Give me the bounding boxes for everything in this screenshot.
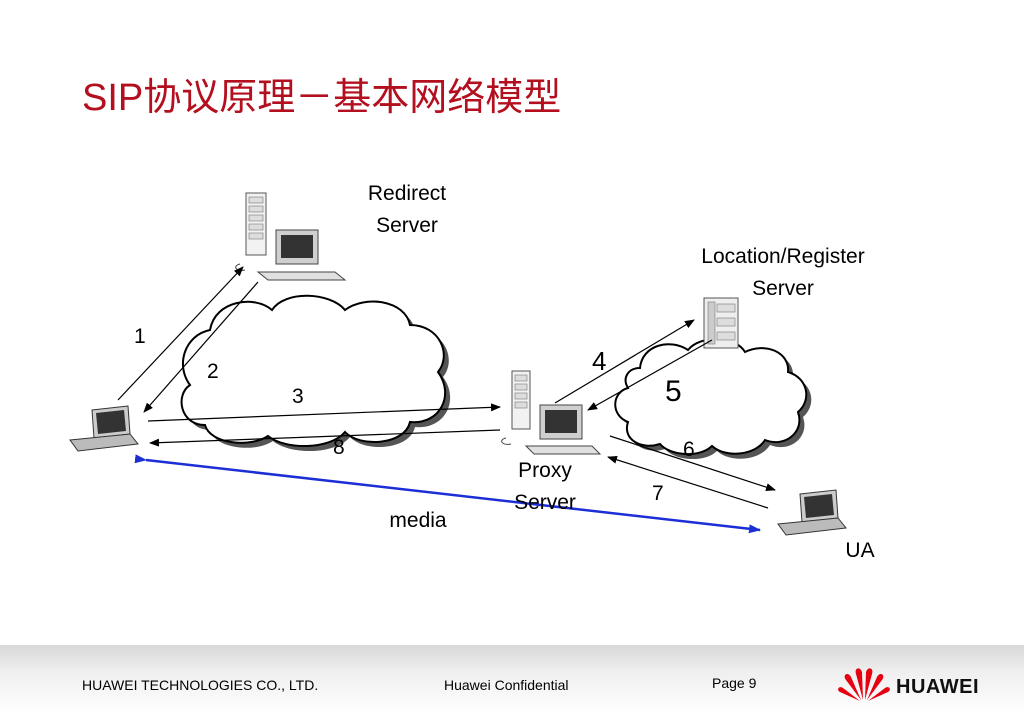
arrow-step-5: [587, 339, 713, 411]
arrow-step-2: [143, 281, 259, 413]
proxy-server-label: Proxy Server: [514, 459, 576, 514]
location-server-label: Location/Register Server: [701, 245, 865, 300]
proxy-server-icon: [501, 370, 602, 455]
right-cloud: [614, 338, 812, 460]
step-6-label: 6: [683, 438, 695, 461]
huawei-wordmark: HUAWEI: [896, 676, 979, 698]
step-3-label: 3: [292, 385, 304, 408]
media-line: [134, 454, 761, 534]
footer-page: Page 9: [712, 675, 757, 691]
step-1-label: 1: [134, 325, 146, 348]
step-8-label: 8: [333, 436, 345, 459]
arrow-step-1: [117, 266, 244, 401]
left-cloud: [180, 294, 451, 452]
huawei-logo-icon: [838, 668, 890, 701]
arrow-step-3: [147, 403, 501, 422]
step-2-label: 2: [207, 360, 219, 383]
arrow-step-7: [607, 455, 769, 509]
redirect-server-label: Redirect Server: [367, 182, 447, 237]
media-label: media: [389, 509, 447, 532]
redirect-server-icon: [235, 192, 347, 281]
step-7-label: 7: [652, 482, 664, 505]
caller-laptop-icon: [69, 405, 139, 452]
footer-company: HUAWEI TECHNOLOGIES CO., LTD.: [82, 677, 319, 693]
footer-bar: [0, 645, 1024, 713]
arrow-step-8: [149, 429, 501, 447]
arrow-step-4: [554, 319, 695, 404]
footer-confidential: Huawei Confidential: [444, 677, 569, 693]
step-5-label: 5: [665, 375, 682, 408]
page-title: SIP协议原理－基本网络模型: [82, 77, 562, 119]
ua-label: UA: [845, 539, 875, 562]
ua-laptop-icon: [777, 489, 847, 536]
step-4-label: 4: [592, 346, 607, 376]
location-server-icon: [703, 297, 739, 349]
